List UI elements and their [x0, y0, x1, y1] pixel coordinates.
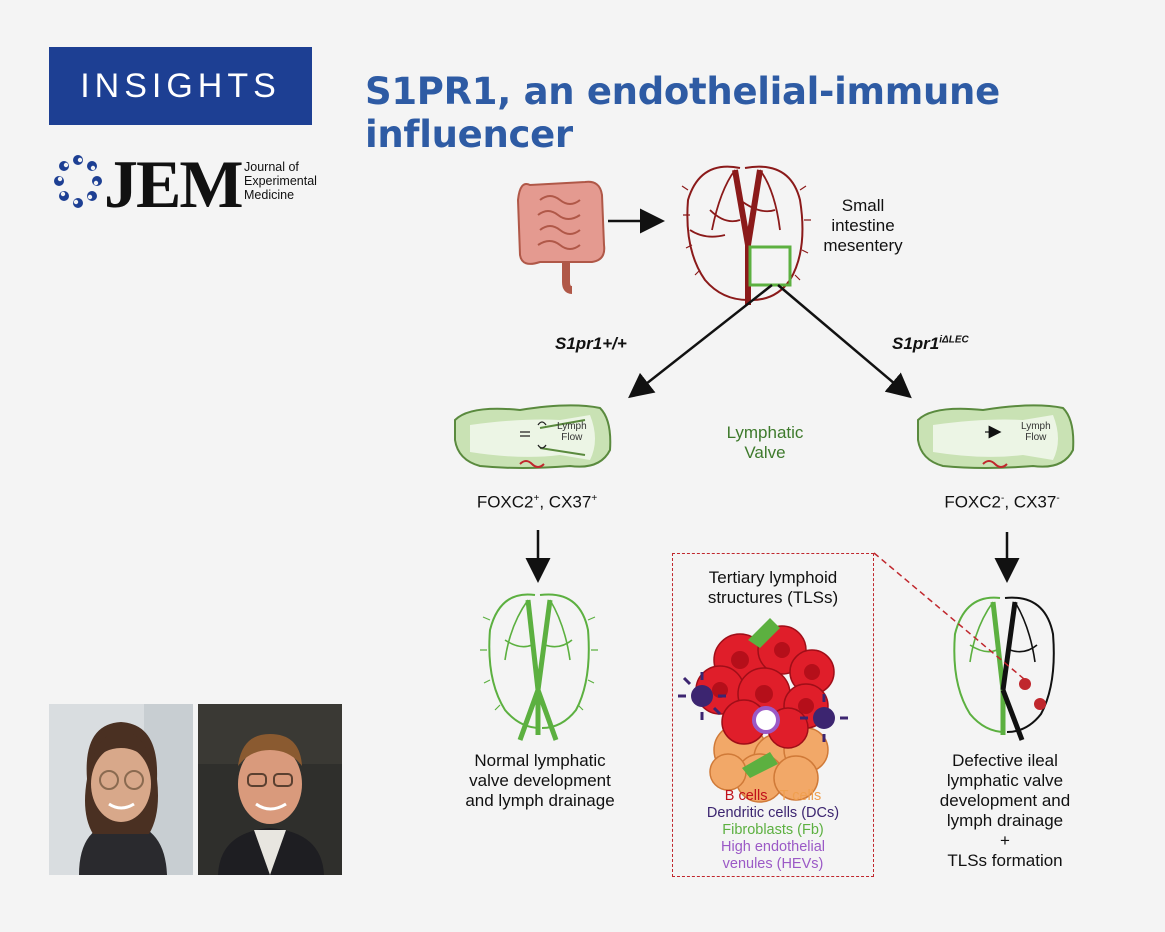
ko-outcome-label: lymphatic valve — [946, 771, 1064, 790]
tls-legend-row: B cells T cells — [724, 788, 822, 804]
jem-emblem-icon — [54, 155, 102, 208]
mesentery-label: Small — [841, 196, 885, 215]
lymphatic-normal-icon — [480, 593, 598, 741]
mesentery-vessels-icon — [681, 165, 811, 305]
ko-outcome-label: TLSs formation — [947, 851, 1063, 870]
valve-ko-icon — [917, 404, 1075, 469]
lymph-flow-label: Flow — [561, 432, 583, 443]
ko-outcome-label: development and — [939, 791, 1071, 810]
intestine-icon — [516, 180, 606, 294]
tls-legend-hev: venules (HEVs) — [722, 856, 824, 872]
insights-badge: INSIGHTS — [49, 47, 312, 125]
ko-outcome-label: Defective ileal — [952, 751, 1058, 770]
lymph-flow-label: Lymph — [1021, 421, 1051, 432]
wt-outcome-label: Normal lymphatic — [474, 751, 606, 770]
lymph-flow-label: Lymph — [557, 421, 587, 432]
wt-genotype-label: S1pr1+/+ — [555, 334, 627, 353]
journal-name-line: Experimental — [244, 174, 317, 188]
author-photo-1 — [49, 704, 193, 875]
ko-outcome-label: + — [1000, 831, 1010, 850]
ko-genotype-label: S1pr1iΔLEC — [892, 334, 969, 353]
tls-title: structures (TLSs) — [707, 588, 839, 607]
wt-outcome-label: valve development — [469, 771, 611, 790]
tls-title: Tertiary lymphoid — [708, 568, 838, 587]
tls-legend-hev: High endothelial — [721, 839, 825, 855]
tls-legend-fb: Fibroblasts (Fb) — [722, 822, 824, 838]
ko-marker-label: FOXC2-, CX37- — [944, 492, 1060, 512]
mesentery-label: mesentery — [823, 236, 903, 255]
lymph-flow-label: Flow — [1025, 432, 1047, 443]
journal-name-line: Medicine — [244, 188, 295, 202]
page-title: S1PR1, an endothelial-immune influencer — [365, 70, 1000, 156]
tls-cluster-icon — [678, 618, 848, 803]
valve-label: Lymphatic — [726, 423, 804, 442]
tls-legend-dcs: Dendritic cells (DCs) — [706, 805, 840, 821]
mesentery-label: intestine — [831, 216, 895, 235]
journal-name-line: Journal of — [244, 160, 299, 174]
jem-logo-text: JEM — [104, 146, 244, 222]
wt-outcome-label: and lymph drainage — [465, 791, 615, 810]
ko-outcome-label: lymph drainage — [946, 811, 1064, 830]
valve-label: Valve — [744, 443, 786, 462]
lymphatic-defective-icon — [953, 596, 1055, 741]
tls-panel — [672, 553, 874, 877]
valve-wt-icon — [454, 404, 612, 469]
wt-marker-label: FOXC2+, CX37+ — [476, 492, 598, 512]
author-photo-2 — [198, 704, 342, 875]
zoom-box — [748, 245, 792, 287]
